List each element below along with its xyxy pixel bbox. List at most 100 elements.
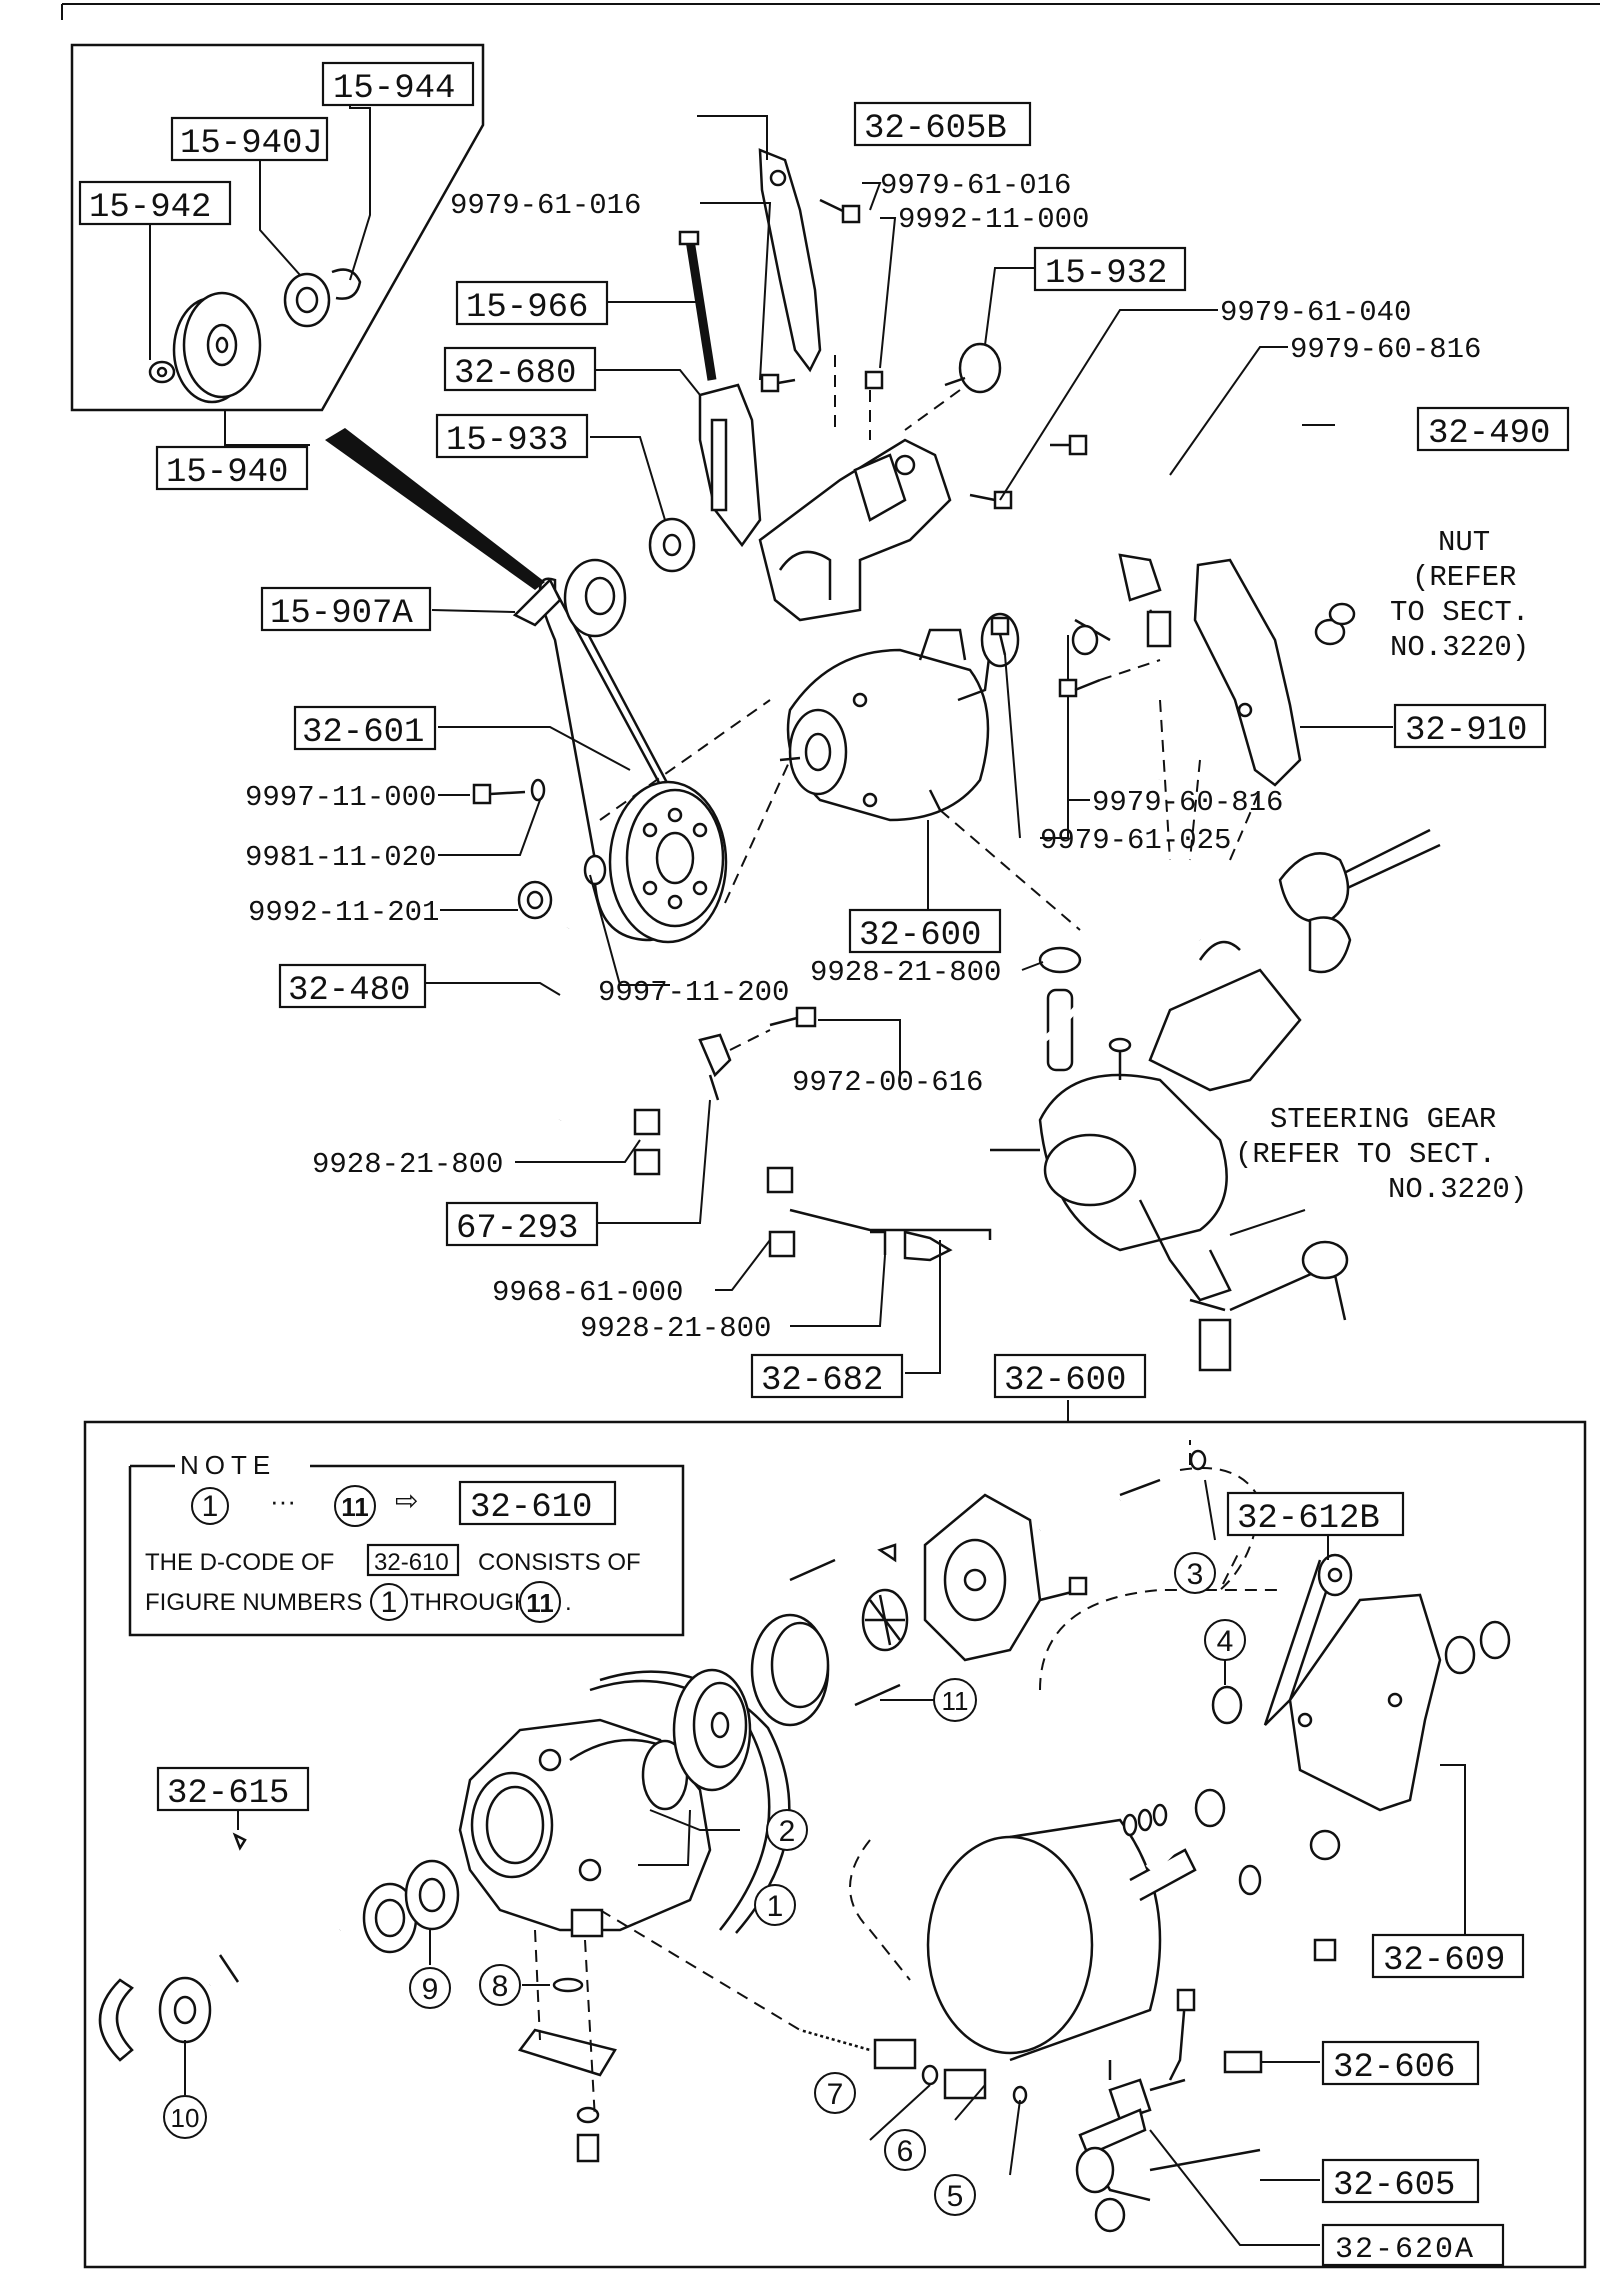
pn-9992-11-000: 9992-11-000: [898, 203, 1089, 236]
callout-3: 3: [1187, 1558, 1204, 1591]
label-32-601: 32-601: [302, 714, 424, 752]
long-bolt-15-966-drawing: [678, 230, 717, 381]
callout-1: 1: [767, 1890, 784, 1923]
numbered-callouts: 1 2 3 4 5 6 7 8 9 10 11: [163, 1552, 1246, 2216]
label-15-907A: 15-907A: [270, 595, 413, 633]
pressure-switch-drawing: [1075, 1988, 1261, 2233]
pulley-32-601-drawing: [563, 558, 728, 944]
pn-9979-61-040: 9979-61-040: [1220, 296, 1411, 329]
bracket-32-609-drawing: [1288, 1593, 1511, 1962]
flow-control-valve-drawing: [798, 2026, 1028, 2105]
bolt-9979-61-016-drawing: [819, 198, 861, 224]
plate-and-oring-drawing: [517, 1977, 617, 2163]
bracket-32-910-drawing: [1193, 558, 1302, 787]
label-32-605: 32-605: [1333, 2167, 1455, 2205]
plain-part-numbers: 9979-61-016 9979-61-016 9992-11-000 9979…: [245, 169, 1481, 1345]
label-15-933: 15-933: [446, 422, 568, 460]
callout-5: 5: [947, 2180, 964, 2213]
nut-ref-line-1: NUT: [1438, 526, 1490, 559]
rotor-11-drawing: [750, 1543, 909, 1727]
small-bolts-drawing: [760, 370, 1013, 510]
idler-pulley-drawing: [172, 291, 262, 404]
pn-9972-00-616: 9972-00-616: [792, 1066, 983, 1099]
bearing-drawing: [283, 268, 362, 328]
note-line-2-start: FIGURE NUMBERS: [145, 1589, 362, 1616]
note-inline-32-610: 32-610: [374, 1549, 449, 1576]
note-circle-1: 1: [202, 1490, 219, 1523]
pn-9997-11-000: 9997-11-000: [245, 781, 436, 814]
callout-4: 4: [1217, 1625, 1234, 1658]
note-content: NOTE 1 ··· 11 ⇨ THE D-CODE OF 32-610 CON…: [145, 1450, 641, 1623]
clip-67-293-drawing: [698, 1006, 817, 1101]
note-inline-circle-11: 11: [526, 1588, 554, 1618]
pn-9979-60-816-mid: 9979-60-816: [1092, 786, 1283, 819]
steering-ref-line-3: NO.3220): [1388, 1173, 1527, 1206]
nut-9992-11-201-drawing: [517, 854, 607, 920]
label-32-609: 32-609: [1383, 1942, 1505, 1980]
callout-7: 7: [827, 2078, 844, 2111]
pn-9997-11-200: 9997-11-200: [598, 976, 789, 1009]
label-32-615: 32-615: [167, 1775, 289, 1813]
label-32-682: 32-682: [761, 1362, 883, 1400]
tensioner-15-932-drawing: [944, 342, 1002, 394]
note-title: NOTE: [180, 1450, 276, 1480]
note-line-1-end: CONSISTS OF: [478, 1549, 641, 1576]
label-32-610: 32-610: [470, 1489, 592, 1527]
steering-ref-line-2: (REFER TO SECT.: [1235, 1138, 1496, 1171]
cam-ring-drawing: [672, 1668, 752, 1792]
pn-9968-61-000: 9968-61-000: [492, 1276, 683, 1309]
label-32-910: 32-910: [1405, 712, 1527, 750]
bolt-9997-11-000-drawing: [472, 778, 546, 805]
pn-9979-61-016-right: 9979-61-016: [880, 169, 1071, 202]
note-inline-circle-1: 1: [381, 1586, 398, 1619]
belt-direction-wedge: [325, 428, 545, 590]
label-15-942: 15-942: [89, 189, 211, 227]
callout-2: 2: [779, 1815, 796, 1848]
label-32-605B: 32-605B: [864, 110, 1007, 148]
note-period: .: [565, 1589, 572, 1616]
steering-gear-reference-text: STEERING GEAR (REFER TO SECT. NO.3220): [1235, 1103, 1527, 1206]
label-32-600-detail: 32-600: [1004, 1362, 1126, 1400]
label-15-966: 15-966: [466, 289, 588, 327]
label-32-600-top: 32-600: [859, 917, 981, 955]
pn-9992-11-201: 9992-11-201: [248, 896, 439, 929]
callout-6: 6: [897, 2135, 914, 2168]
nut-ref-line-2: (REFER: [1412, 561, 1516, 594]
shaft-bearing-drawing: [98, 1832, 460, 2062]
hose-clamp-drawing: [1038, 946, 1082, 1072]
pn-9979-60-816-top: 9979-60-816: [1290, 333, 1481, 366]
bolt-9979-61-025-drawing: [990, 616, 1101, 698]
end-cover-drawing: [923, 1478, 1161, 1662]
note-dots: ···: [270, 1486, 296, 1516]
label-32-680: 32-680: [454, 355, 576, 393]
reservoir-drawing: [849, 1589, 1280, 2080]
note-arrow: ⇨: [395, 1485, 418, 1516]
boxed-label-group: 15-944 15-940J 15-942 15-940 32-605B 15-…: [78, 61, 1570, 2267]
note-line-2-end: THROUGH: [410, 1589, 531, 1616]
label-15-940: 15-940: [166, 454, 288, 492]
bracket-32-605B-drawing: [758, 148, 822, 373]
return-hose-32-606-drawing: [1196, 1864, 1263, 2192]
nut-ref-line-4: NO.3220): [1390, 631, 1529, 664]
spacer-15-933-drawing: [648, 517, 696, 573]
callout-8: 8: [492, 1970, 509, 2003]
note-circle-11: 11: [341, 1492, 369, 1522]
callout-10: 10: [171, 2103, 200, 2133]
nut-reference-text: NUT (REFER TO SECT. NO.3220): [1390, 526, 1529, 664]
steering-ref-line-1: STEERING GEAR: [1270, 1103, 1496, 1136]
pn-9928-21-800-clamp: 9928-21-800: [810, 956, 1001, 989]
label-15-932: 15-932: [1045, 255, 1167, 293]
label-32-606: 32-606: [1333, 2049, 1455, 2087]
o-ring-4-drawing: [1211, 1685, 1243, 1725]
bracket-32-680-drawing: [698, 383, 762, 548]
pump-detail-frame: [83, 1420, 1587, 2269]
label-67-293: 67-293: [456, 1210, 578, 1248]
label-32-612B: 32-612B: [1237, 1500, 1380, 1538]
filter-32-612B-drawing: [1263, 1553, 1353, 1726]
pn-9928-21-800-lower: 9928-21-800: [580, 1312, 771, 1345]
callout-9: 9: [422, 1973, 439, 2006]
label-32-480: 32-480: [288, 972, 410, 1010]
pn-9928-21-800-left: 9928-21-800: [312, 1148, 503, 1181]
nut-ref-line-3: TO SECT.: [1390, 596, 1529, 629]
